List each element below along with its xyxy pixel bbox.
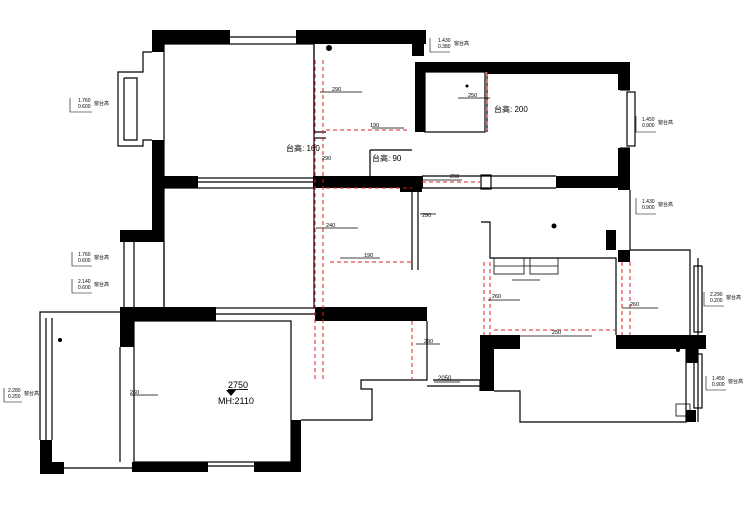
dim-label: 290 xyxy=(332,87,341,93)
svg-text:窗台高: 窗台高 xyxy=(726,294,741,301)
svg-text:窗台高: 窗台高 xyxy=(24,390,39,397)
room-elevation: 2750 xyxy=(228,380,248,390)
dim-label: 240 xyxy=(326,223,335,229)
dim-label: 260 xyxy=(130,390,139,396)
elevation-marker-icon xyxy=(226,390,236,396)
svg-text:0.900: 0.900 xyxy=(642,123,655,129)
fixtures xyxy=(58,45,680,352)
counter-height-90: 台高: 90 xyxy=(372,153,402,163)
room-ceiling-height: MH:2110 xyxy=(218,396,254,406)
counter-height-160: 台高: 160 xyxy=(286,143,320,153)
svg-text:窗台高: 窗台高 xyxy=(94,254,109,261)
svg-text:0.600: 0.600 xyxy=(78,104,91,110)
svg-text:窗台高: 窗台高 xyxy=(454,40,469,47)
dim-label: 190 xyxy=(364,253,373,259)
dim-label: 190 xyxy=(370,123,379,129)
svg-text:窗台高: 窗台高 xyxy=(94,100,109,107)
window-note: 2.280 0.250 窗台高 xyxy=(8,388,39,400)
svg-text:2.280: 2.280 xyxy=(8,388,21,394)
window-note: 2.140 0.600 窗台高 xyxy=(78,279,109,291)
svg-text:窗台高: 窗台高 xyxy=(94,281,109,288)
window-notes: 1.430 0.380 窗台高 1.760 0.600 窗台高 1.450 0.… xyxy=(8,38,743,400)
dimension-2050: 2050 xyxy=(438,376,452,382)
dim-label: 290 xyxy=(422,213,431,219)
svg-text:2.140: 2.140 xyxy=(78,279,91,285)
svg-text:窗台高: 窗台高 xyxy=(658,119,673,126)
svg-text:1.760: 1.760 xyxy=(78,252,91,258)
svg-text:0.380: 0.380 xyxy=(438,44,451,50)
dimension-labels: 290 190 250 290 240 190 290 290 260 260 … xyxy=(130,87,639,396)
svg-text:窗台高: 窗台高 xyxy=(658,201,673,208)
dim-label: 250 xyxy=(552,330,561,336)
walls xyxy=(40,30,706,474)
svg-text:0.250: 0.250 xyxy=(8,394,21,400)
window-note: 2.290 0.200 窗台高 xyxy=(710,292,741,304)
dimension-ticks xyxy=(130,91,658,396)
svg-text:窗台高: 窗台高 xyxy=(728,378,743,385)
kitchen-appliances xyxy=(493,257,691,417)
dim-label: 290 xyxy=(450,174,459,180)
svg-text:0.900: 0.900 xyxy=(642,205,655,211)
window-note: 1.760 0.600 窗台高 xyxy=(78,98,109,110)
svg-text:0.600: 0.600 xyxy=(78,285,91,291)
window-note: 1.430 0.900 窗台高 xyxy=(642,199,673,211)
svg-text:2.290: 2.290 xyxy=(710,292,723,298)
dim-label: 260 xyxy=(630,302,639,308)
window-note: 1.430 0.380 窗台高 xyxy=(438,38,469,50)
window-note: 1.760 0.600 窗台高 xyxy=(78,252,109,264)
svg-text:1.430: 1.430 xyxy=(438,38,451,44)
svg-text:0.900: 0.900 xyxy=(712,382,725,388)
dim-label: 250 xyxy=(468,93,477,99)
svg-text:0.200: 0.200 xyxy=(710,298,723,304)
window-note: 1.450 0.900 窗台高 xyxy=(642,117,673,129)
svg-text:1.450: 1.450 xyxy=(712,376,725,382)
dim-label: 260 xyxy=(492,294,501,300)
svg-text:1.450: 1.450 xyxy=(642,117,655,123)
window-note: 1.450 0.900 窗台高 xyxy=(712,376,743,388)
counter-height-200: 台高: 200 xyxy=(494,104,528,114)
dim-label: 290 xyxy=(424,339,433,345)
svg-text:1.760: 1.760 xyxy=(78,98,91,104)
measure-lines xyxy=(314,60,631,380)
dim-label: 290 xyxy=(322,156,331,162)
svg-text:0.600: 0.600 xyxy=(78,258,91,264)
window-note-leaders xyxy=(3,38,726,403)
svg-text:1.430: 1.430 xyxy=(642,199,655,205)
